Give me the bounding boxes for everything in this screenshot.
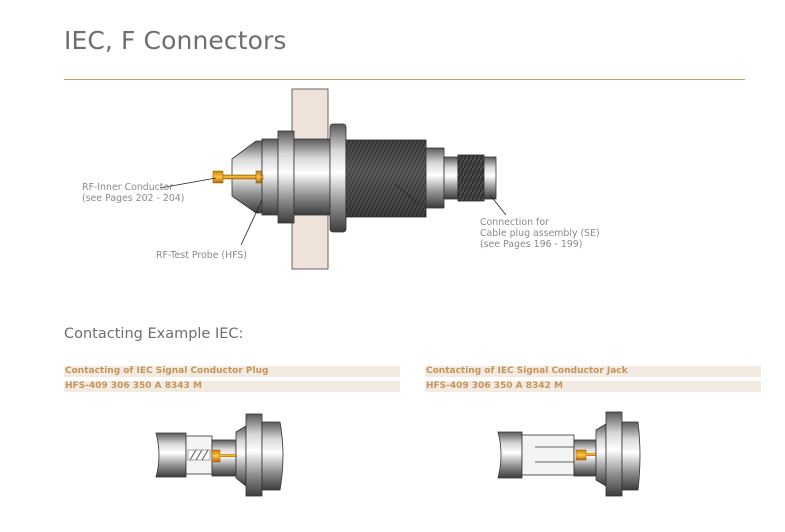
- contacting-heading: Contacting Example IEC:: [64, 326, 244, 342]
- rear-thread: [457, 154, 485, 202]
- callout-line: Cable plug assembly (SE): [480, 228, 600, 239]
- plug-contact-illustration: [155, 413, 284, 497]
- gold-contact: [575, 449, 587, 461]
- title-divider: [64, 79, 745, 80]
- example-title: Contacting of IEC Signal Conductor Jack: [425, 366, 761, 377]
- jack-contact-illustration: [497, 411, 641, 497]
- page-title: IEC, F Connectors: [64, 26, 287, 55]
- mounting-nut: [329, 123, 347, 233]
- callout-line: Connection for: [480, 217, 549, 228]
- callout-line: RF-Inner Conductor: [82, 182, 174, 193]
- connection-callout: Connection for Cable plug assembly (SE) …: [480, 217, 600, 250]
- inner-conductor-callout: RF-Inner Conductor (see Pages 202 - 204): [82, 182, 184, 204]
- test-probe-callout: RF-Test Probe (HFS): [156, 250, 247, 261]
- callout-line: (see Pages 202 - 204): [82, 193, 185, 204]
- example-part-number: HFS-409 306 350 A 8343 M: [64, 381, 400, 392]
- gold-contact: [211, 449, 221, 463]
- example-title: Contacting of IEC Signal Conductor Plug: [64, 366, 400, 377]
- callout-line: (see Pages 196 - 199): [480, 239, 583, 250]
- example-part-number: HFS-409 306 350 A 8342 M: [425, 381, 761, 392]
